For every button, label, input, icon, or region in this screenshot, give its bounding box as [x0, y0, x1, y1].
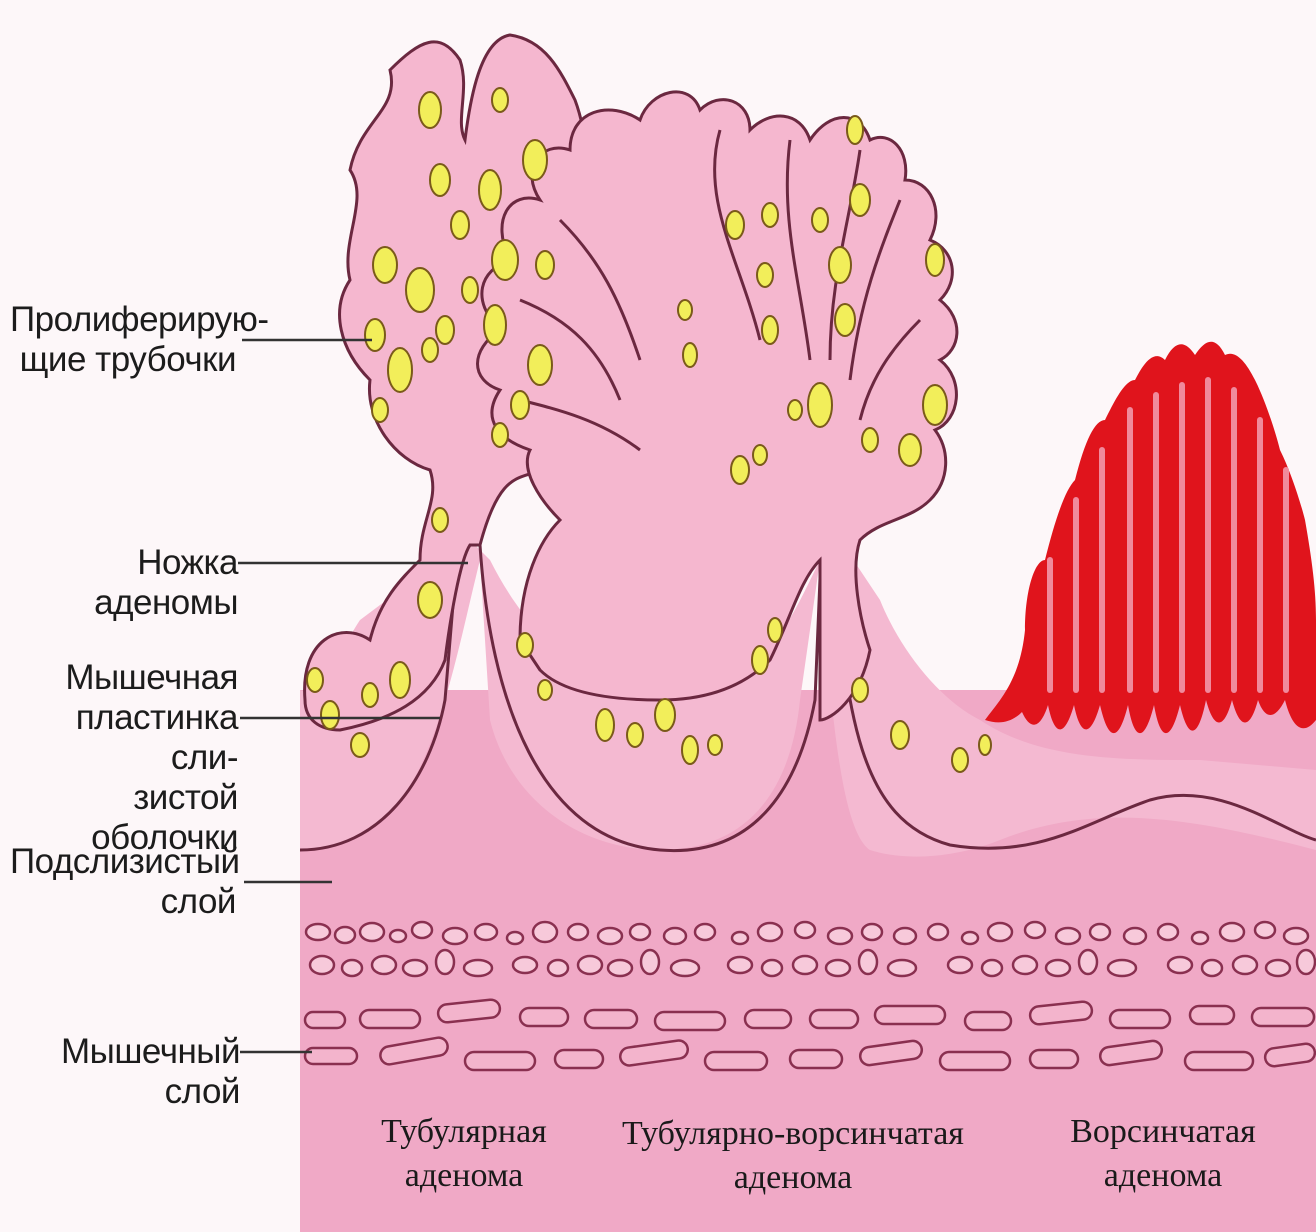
label-submucosa-text: Подслизистый слой: [10, 842, 240, 921]
label-adenoma-stalk-text: Ножка аденомы: [94, 543, 238, 622]
label-proliferating-tubules-text: Пролиферирую- щие трубочки: [10, 300, 269, 379]
caption-tubular-adenoma: Тубулярная аденома: [318, 1110, 610, 1198]
label-submucosa: Подслизистый слой: [10, 842, 236, 922]
caption-tubular-adenoma-text: Тубулярная аденома: [381, 1113, 547, 1194]
caption-villous-adenoma-text: Ворсинчатая аденома: [1070, 1113, 1255, 1194]
label-muscle-layer: Мышечный слой: [6, 1032, 240, 1112]
label-adenoma-stalk: Ножка аденомы: [10, 543, 238, 623]
caption-tubulovillous-adenoma: Тубулярно-ворсинчатая аденома: [618, 1112, 968, 1200]
villous-adenoma: [985, 342, 1316, 733]
label-muscularis-mucosae: Мышечная пластинка сли- зистой оболочки: [6, 658, 238, 858]
caption-villous-adenoma: Ворсинчатая аденома: [1010, 1110, 1316, 1198]
label-proliferating-tubules: Пролиферирую- щие трубочки: [10, 300, 236, 380]
label-muscularis-mucosae-text: Мышечная пластинка сли- зистой оболочки: [65, 658, 238, 857]
label-muscle-layer-text: Мышечный слой: [61, 1032, 240, 1111]
caption-tubulovillous-adenoma-text: Тубулярно-ворсинчатая аденома: [622, 1115, 964, 1196]
